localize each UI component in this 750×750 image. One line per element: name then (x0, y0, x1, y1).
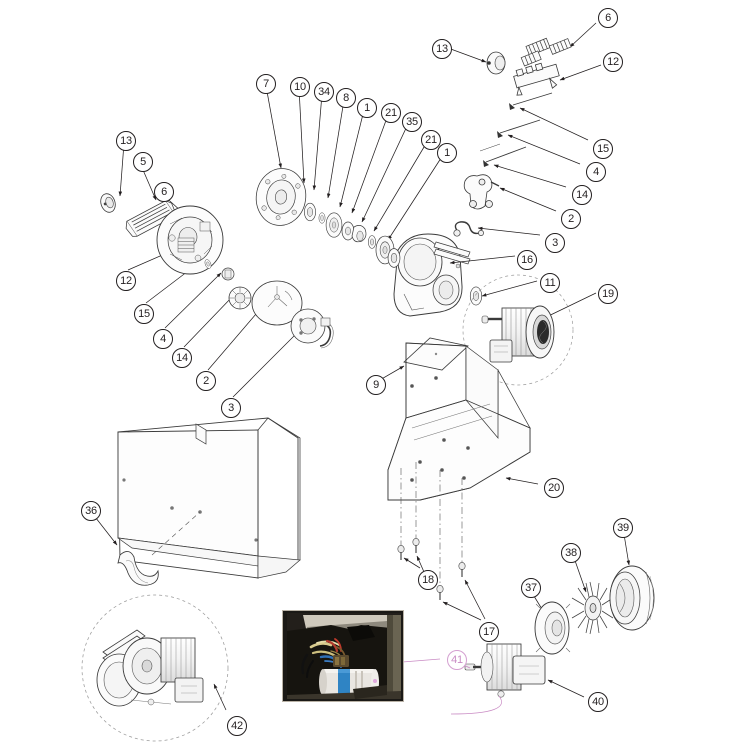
callout-42[interactable]: 42 (227, 716, 247, 736)
callout-21[interactable]: 21 (381, 103, 401, 123)
callout-12[interactable]: 12 (116, 271, 136, 291)
callout-1[interactable]: 1 (437, 143, 457, 163)
callout-35[interactable]: 35 (402, 112, 422, 132)
callout-12[interactable]: 12 (603, 52, 623, 72)
callout-1[interactable]: 1 (357, 98, 377, 118)
callout-16[interactable]: 16 (517, 250, 537, 270)
callout-3[interactable]: 3 (545, 233, 565, 253)
callout-36[interactable]: 36 (81, 501, 101, 521)
callout-15[interactable]: 15 (134, 304, 154, 324)
callout-21[interactable]: 21 (421, 130, 441, 150)
callout-19[interactable]: 19 (598, 284, 618, 304)
callout-9[interactable]: 9 (366, 375, 386, 395)
callout-5[interactable]: 5 (133, 152, 153, 172)
callout-6[interactable]: 6 (154, 182, 174, 202)
callout-37[interactable]: 37 (521, 578, 541, 598)
callout-11[interactable]: 11 (540, 273, 560, 293)
callout-34[interactable]: 34 (314, 82, 334, 102)
callout-4[interactable]: 4 (153, 329, 173, 349)
callout-3[interactable]: 3 (221, 398, 241, 418)
callout-7[interactable]: 7 (256, 74, 276, 94)
motor-wiring-photo (282, 610, 404, 702)
callout-14[interactable]: 14 (572, 185, 592, 205)
callout-13[interactable]: 13 (116, 131, 136, 151)
callout-4[interactable]: 4 (586, 162, 606, 182)
callout-39[interactable]: 39 (613, 518, 633, 538)
callout-14[interactable]: 14 (172, 348, 192, 368)
callout-18[interactable]: 18 (418, 570, 438, 590)
callout-41[interactable]: 41 (447, 650, 467, 670)
callout-2[interactable]: 2 (561, 209, 581, 229)
callout-8[interactable]: 8 (336, 88, 356, 108)
callout-10[interactable]: 10 (290, 77, 310, 97)
callout-20[interactable]: 20 (544, 478, 564, 498)
callout-17[interactable]: 17 (479, 622, 499, 642)
callout-13[interactable]: 13 (432, 39, 452, 59)
callout-15[interactable]: 15 (593, 139, 613, 159)
photo-content (283, 611, 403, 701)
callout-40[interactable]: 40 (588, 692, 608, 712)
callout-2[interactable]: 2 (196, 371, 216, 391)
callout-6[interactable]: 6 (598, 8, 618, 28)
callout-38[interactable]: 38 (561, 543, 581, 563)
